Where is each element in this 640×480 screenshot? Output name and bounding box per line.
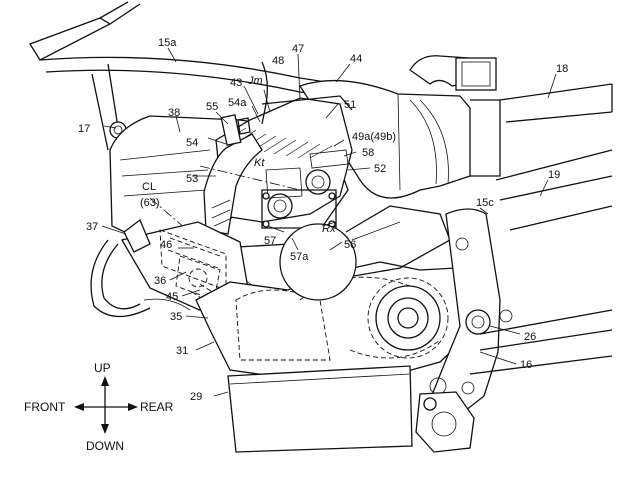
label-53: 53	[186, 173, 198, 185]
label-Kt: Kt	[254, 157, 265, 169]
label-54a: 54a	[228, 97, 247, 109]
label-26: 26	[524, 331, 536, 343]
drive-sprocket	[367, 277, 449, 359]
label-54: 54	[186, 137, 198, 149]
air-cleaner-44	[299, 55, 501, 199]
reference-labels: 15a 18 17 44 47 48 43 Jm 38 55 54a 51 49…	[78, 37, 568, 403]
label-57a: 57a	[290, 251, 309, 263]
rear-frame-18	[499, 83, 613, 123]
direction-down: DOWN	[86, 439, 124, 453]
intake-pipe-53	[203, 133, 263, 235]
label-56: 56	[344, 239, 356, 251]
label-58: 58	[362, 147, 374, 159]
lower-bracket	[415, 391, 475, 453]
label-45: 45	[166, 291, 178, 303]
direction-front: FRONT	[24, 400, 66, 414]
exhaust-pipe	[90, 239, 191, 318]
label-37: 37	[86, 221, 98, 233]
label-57: 57	[264, 235, 276, 247]
label-Rx: Rx	[322, 223, 336, 235]
label-17: 17	[78, 123, 90, 135]
swing-arm-16	[469, 309, 613, 375]
label-44: 44	[350, 53, 362, 65]
label-CL: CL	[142, 181, 156, 193]
label-31: 31	[176, 345, 188, 357]
label-52: 52	[374, 163, 386, 175]
label-43: 43	[230, 77, 242, 89]
label-51: 51	[344, 99, 356, 111]
label-19: 19	[548, 169, 560, 181]
direction-rear: REAR	[140, 400, 174, 414]
label-18: 18	[556, 63, 568, 75]
direction-arrows	[74, 376, 138, 434]
starter-motor-56	[279, 205, 451, 301]
label-Jm: Jm	[247, 75, 263, 87]
label-49a-49b: 49a(49b)	[352, 131, 396, 143]
oil-pan-29	[227, 365, 413, 453]
label-48: 48	[272, 55, 284, 67]
label-36: 36	[154, 275, 166, 287]
direction-up: UP	[94, 361, 111, 375]
label-35: 35	[170, 311, 182, 323]
label-15c: 15c	[476, 197, 494, 209]
label-16: 16	[520, 359, 532, 371]
label-15a: 15a	[158, 37, 177, 49]
leader-lines	[101, 47, 557, 397]
direction-labels: UP DOWN FRONT REAR	[24, 361, 174, 453]
frame-19	[495, 149, 613, 231]
label-63: (63)	[140, 197, 160, 209]
label-55: 55	[206, 101, 218, 113]
label-29: 29	[190, 391, 202, 403]
harness-48	[261, 61, 268, 125]
label-46: 46	[160, 239, 172, 251]
label-38: 38	[168, 107, 180, 119]
label-47: 47	[292, 43, 304, 55]
main-frame-15a	[29, 1, 391, 105]
